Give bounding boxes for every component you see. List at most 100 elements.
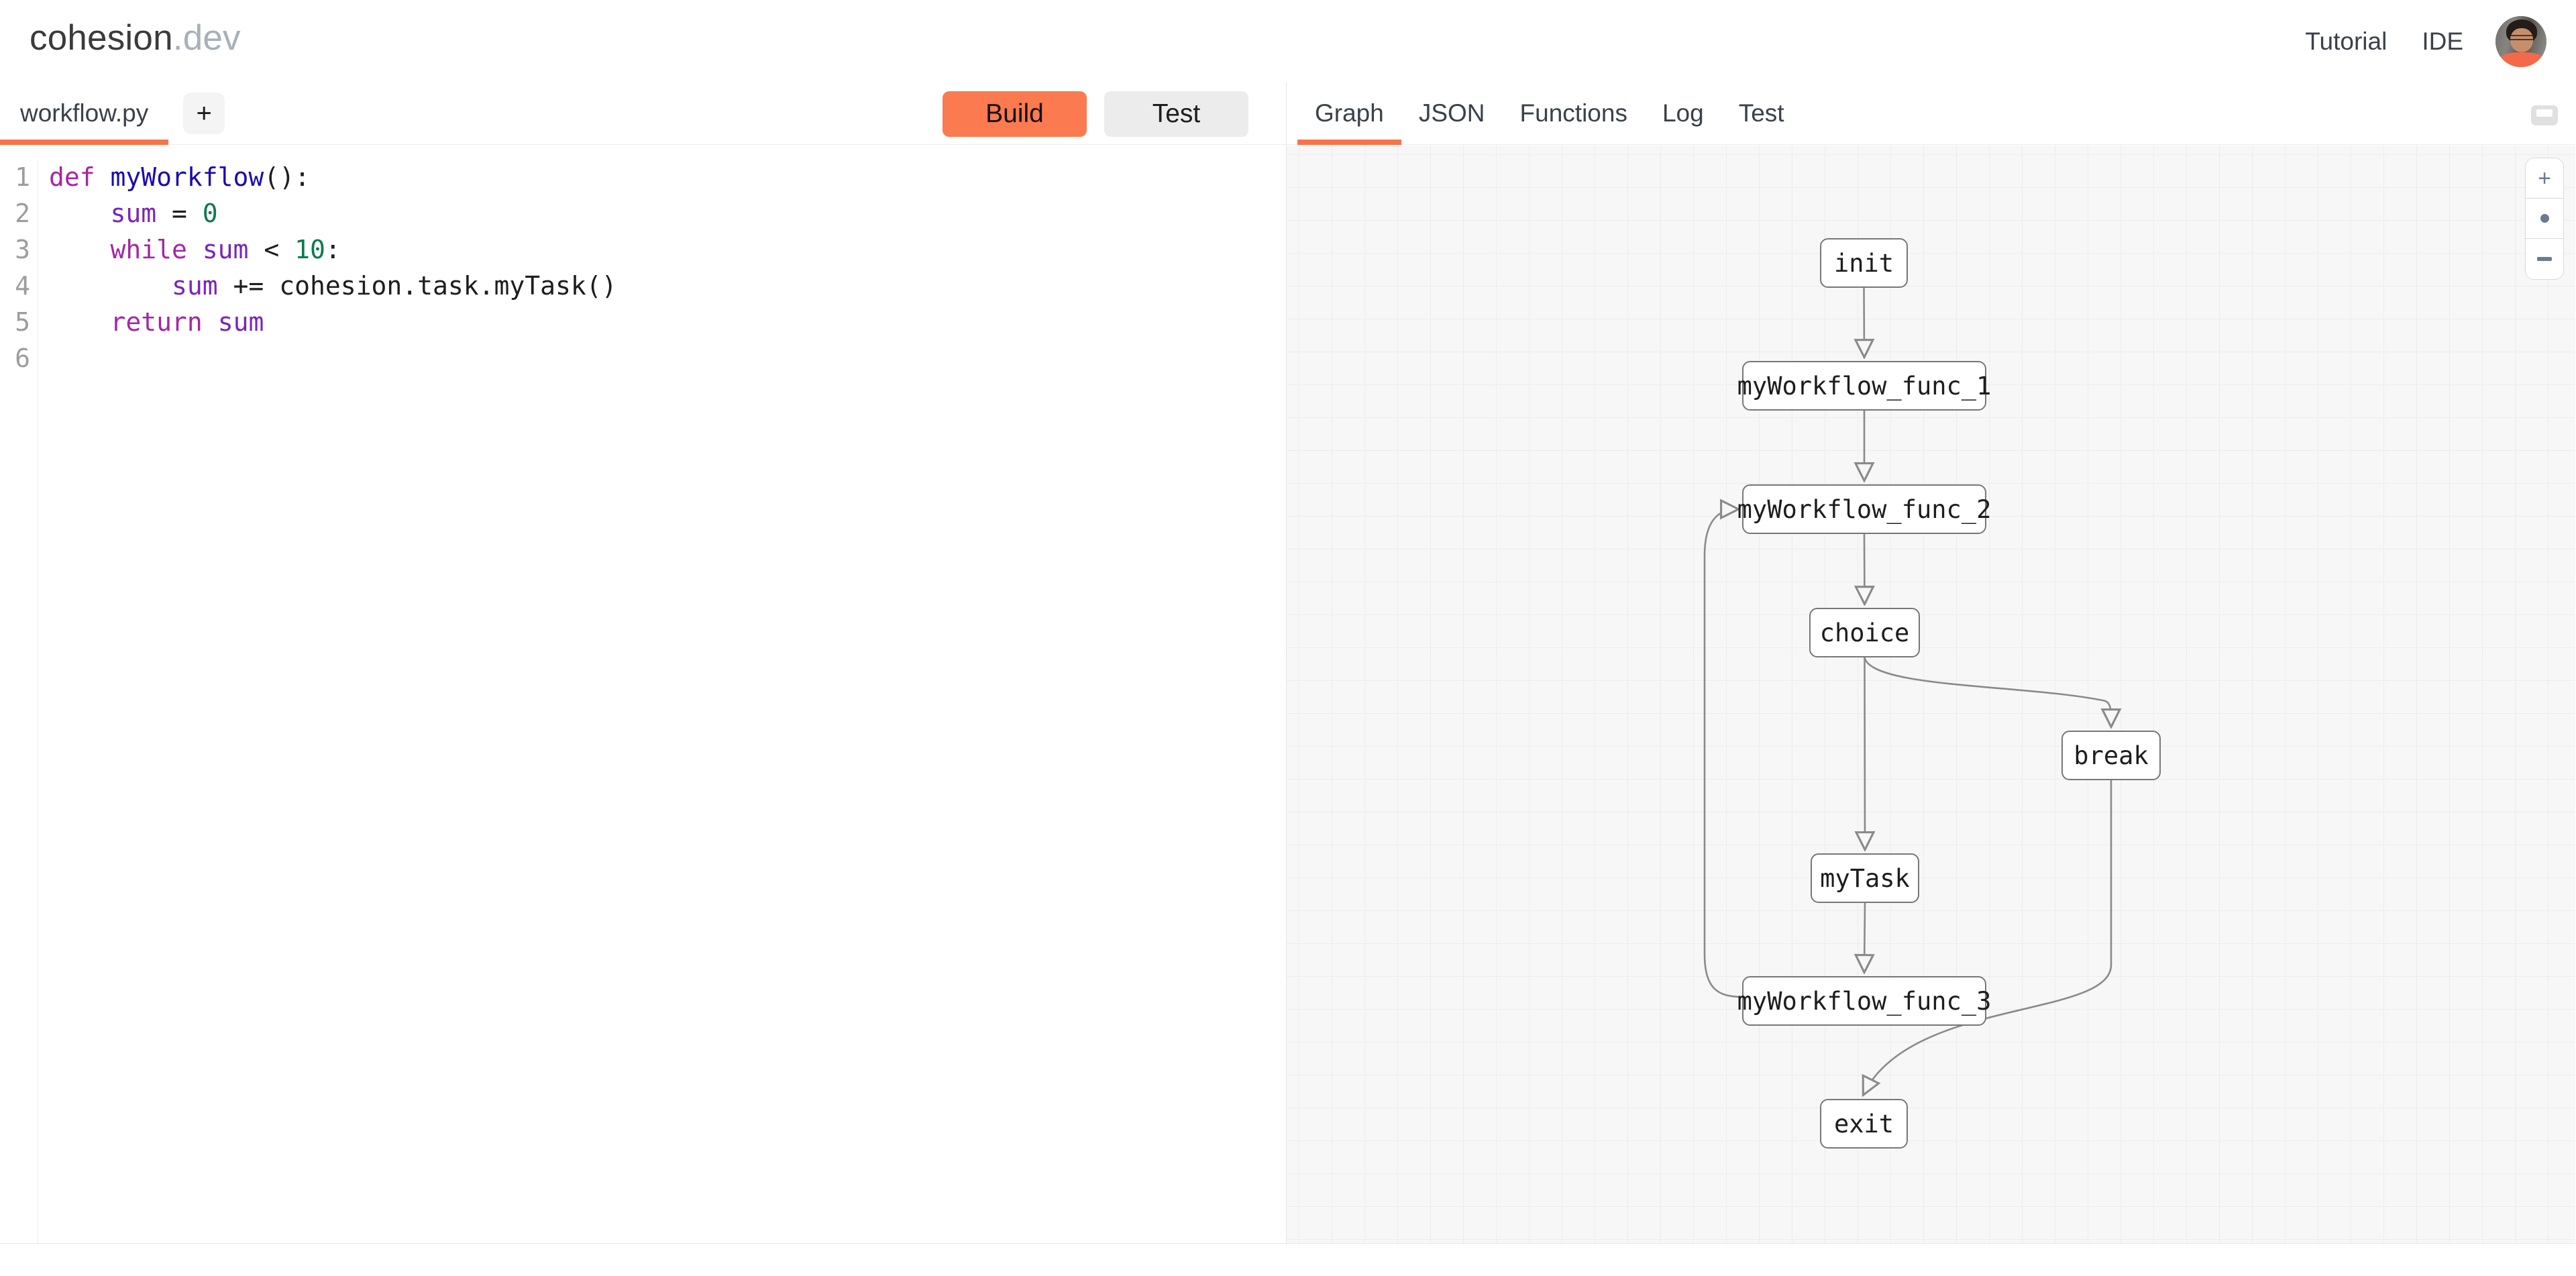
code-token: while <box>110 235 187 264</box>
graph-edge-break-to-exit <box>1864 780 2112 1094</box>
panel-toggle-icon[interactable] <box>2531 105 2558 125</box>
graph-node-break[interactable]: break <box>2061 731 2161 780</box>
graph-edge-myWorkflow_func_3-to-myWorkflow_func_2 <box>1703 509 1743 998</box>
test-button[interactable]: Test <box>1104 91 1248 137</box>
zoom-controls: + <box>2525 158 2564 280</box>
graph-node-myTask[interactable]: myTask <box>1811 853 1919 903</box>
tab-test[interactable]: Test <box>1721 83 1802 145</box>
code-token <box>49 235 111 264</box>
zoom-reset-button[interactable] <box>2526 199 2563 239</box>
code-line: while sum < 10: <box>49 231 617 268</box>
build-button[interactable]: Build <box>943 91 1087 137</box>
graph-edges <box>1703 287 2575 1243</box>
zoom-out-button[interactable] <box>2526 239 2563 279</box>
tab-graph[interactable]: Graph <box>1297 83 1401 145</box>
nav-tutorial[interactable]: Tutorial <box>2305 28 2387 55</box>
graph-node-label: choice <box>1819 618 1910 647</box>
code-token: sum <box>172 271 218 301</box>
avatar-shirt <box>2501 52 2542 67</box>
code-line: return sum <box>49 304 617 340</box>
tab-json[interactable]: JSON <box>1401 83 1503 145</box>
code-token: cohesion.task.myTask() <box>279 271 617 301</box>
workspace: workflow.py + Build Test 1 2 3 4 5 6 def myWo… <box>0 83 2576 1243</box>
avatar-glasses <box>2510 34 2533 40</box>
code-token <box>49 199 111 228</box>
line-number-gutter: 1 2 3 4 5 6 <box>0 159 38 1243</box>
code-line <box>49 340 617 376</box>
editor-toolbar: workflow.py + Build Test <box>0 83 1286 145</box>
code-token <box>203 307 218 337</box>
line-number: 2 <box>15 199 30 228</box>
brand-tld: .dev <box>172 18 241 58</box>
graph-edge-myWorkflow_func_2-to-choice <box>1864 533 1865 602</box>
top-navigation: Tutorial IDE <box>2288 0 2546 83</box>
line-number: 1 <box>15 162 30 192</box>
graph-node-init[interactable]: init <box>1820 238 1908 288</box>
graph-edge-myTask-to-myWorkflow_func_3 <box>1864 902 1865 971</box>
graph-node-label: init <box>1833 248 1894 278</box>
app-header: cohesion.dev Tutorial IDE <box>0 0 2576 83</box>
graph-node-choice[interactable]: choice <box>1809 608 1920 657</box>
brand-name: cohesion <box>30 18 173 58</box>
file-tab-label: workflow.py <box>20 99 149 127</box>
tab-log-label: Log <box>1662 99 1704 127</box>
graph-node-label: myWorkflow_func_2 <box>1737 494 1992 524</box>
minus-icon <box>2537 257 2552 261</box>
code-token: return <box>110 307 203 337</box>
user-avatar[interactable] <box>2496 15 2546 67</box>
code-token <box>95 162 111 192</box>
editor-action-buttons: Build Test <box>943 83 1248 145</box>
code-token: += <box>217 271 280 301</box>
editor-pane: workflow.py + Build Test 1 2 3 4 5 6 def myWo… <box>0 83 1287 1243</box>
graph-node-label: break <box>2074 741 2149 770</box>
code-token: < <box>248 235 295 264</box>
line-number: 4 <box>15 271 30 301</box>
code-token: sum <box>217 307 264 337</box>
file-tab-workflow-py[interactable]: workflow.py <box>0 83 169 145</box>
zoom-in-button[interactable]: + <box>2526 158 2563 199</box>
tab-json-label: JSON <box>1418 99 1485 127</box>
tab-graph-label: Graph <box>1315 99 1384 127</box>
graph-tab-bar: Graph JSON Functions Log Test <box>1287 83 2575 145</box>
code-line: def myWorkflow(): <box>49 159 617 195</box>
nav-ide[interactable]: IDE <box>2422 28 2463 55</box>
line-number: 6 <box>15 343 30 373</box>
line-number: 3 <box>15 235 30 264</box>
bottom-strip <box>0 1243 2576 1276</box>
code-token: 0 <box>202 199 218 228</box>
dot-icon <box>2540 214 2549 223</box>
code-token: def <box>49 162 95 192</box>
graph-edge-choice-to-break <box>1864 657 2112 725</box>
file-tab-bar: workflow.py + <box>0 83 225 145</box>
graph-node-myWorkflow_func_2[interactable]: myWorkflow_func_2 <box>1737 484 1991 534</box>
code-token <box>49 307 111 337</box>
brand-logo[interactable]: cohesion.dev <box>30 17 241 58</box>
graph-node-label: myWorkflow_func_3 <box>1737 986 1992 1016</box>
code-token: sum <box>110 199 157 228</box>
tab-functions[interactable]: Functions <box>1503 83 1645 145</box>
code-token: : <box>325 235 341 264</box>
graph-node-label: exit <box>1833 1109 1894 1138</box>
graph-node-label: myTask <box>1820 863 1910 893</box>
line-number: 5 <box>15 307 30 337</box>
graph-node-exit[interactable]: exit <box>1820 1099 1908 1149</box>
plus-icon: + <box>196 99 212 128</box>
graph-edge-init-to-myWorkflow_func_1 <box>1864 287 1865 356</box>
graph-edge-choice-to-myTask <box>1865 657 1866 848</box>
code-token <box>187 235 203 264</box>
graph-node-label: myWorkflow_func_1 <box>1737 371 1992 401</box>
code-line: sum += cohesion.task.myTask() <box>49 268 617 304</box>
code-token: 10 <box>294 235 325 264</box>
add-file-button[interactable]: + <box>183 93 225 134</box>
code-content[interactable]: def myWorkflow(): sum = 0 while sum < 10… <box>38 159 617 1243</box>
graph-pane: Graph JSON Functions Log Test <box>1287 83 2575 1243</box>
avatar-face <box>2510 28 2533 52</box>
graph-node-myWorkflow_func_1[interactable]: myWorkflow_func_1 <box>1737 361 1991 411</box>
code-editor[interactable]: 1 2 3 4 5 6 def myWorkflow(): sum = 0 while s… <box>0 146 1286 1243</box>
code-token: = <box>156 199 203 228</box>
graph-node-myWorkflow_func_3[interactable]: myWorkflow_func_3 <box>1737 976 1991 1026</box>
plus-icon: + <box>2538 165 2551 191</box>
tab-log[interactable]: Log <box>1645 83 1721 145</box>
code-token: myWorkflow <box>110 162 264 192</box>
